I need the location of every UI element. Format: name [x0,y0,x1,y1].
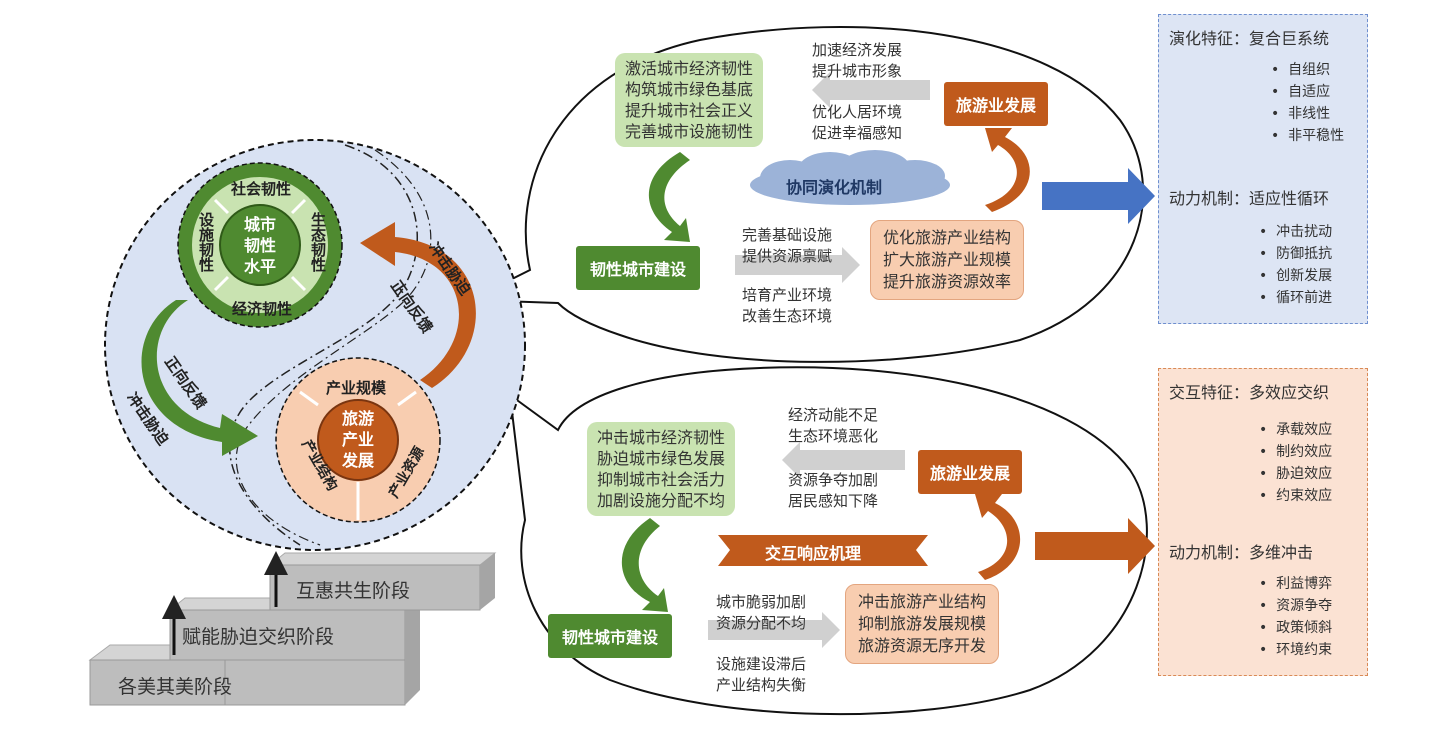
bottom-green-box: 冲击城市经济韧性 胁迫城市绿色发展 抑制城市社会活力 加剧设施分配不均 [587,422,736,516]
top-grey-arrow-left [812,72,930,108]
industry-scale-label: 产业规模 [326,379,387,397]
interaction-bullets: • 承载效应 • 制约效应 • 胁迫效应 • 约束效应 [1259,422,1333,504]
mechanism-banner-bg [718,535,928,566]
tourism-core [317,399,399,481]
ecology-resilience-label: 生态韧性 [309,212,327,272]
stairs [88,552,497,706]
top-green-curve [648,152,690,242]
top-left-lower-text: 优化人居环境 促进幸福感知 [812,103,903,142]
top-left-upper-text: 加速经济发展 提升城市形象 [812,41,903,80]
top-tourism-label: 旅游业发展 [944,82,1049,126]
resilience-core [219,204,301,286]
bottom-mid-lower-text: 设施建设滞后 产业结构失衡 [716,655,807,694]
multi-impact-heading: 动力机制：多维冲击 [1169,543,1314,562]
evolution-heading: 演化特征：复合巨系统 [1169,29,1330,48]
stage-2-label: 赋能胁迫交织阶段 [182,626,335,648]
top-city-label: 韧性城市建设 [576,246,701,290]
interaction-panel: 交互特征：多效应交织 • 承载效应 • 制约效应 • 胁迫效应 • 约束效应 动… [1158,368,1368,676]
bottom-grey-arrow-left [782,442,905,478]
top-mechanism-label: 协同演化机制 [786,178,883,197]
economic-resilience-label: 经济韧性 [232,300,293,318]
bottom-left-upper-text: 经济动能不足 生态环境恶化 [788,406,879,445]
top-orange-box: 优化旅游产业结构 扩大旅游产业规模 提升旅游资源效率 [870,220,1025,300]
bottom-left-lower-text: 资源争夺加剧 居民感知下降 [788,471,879,510]
multi-impact-bullets: • 利益博弈 • 资源争夺 • 政策倾斜 • 环境约束 [1259,576,1333,658]
top-grey-arrow-right [735,247,860,283]
top-orange-curve [985,128,1030,212]
bottom-mechanism-label: 交互响应机理 [765,544,862,563]
big-blue-arrow [1042,168,1155,224]
stage-3-label: 互惠共生阶段 [296,580,411,602]
bottom-grey-arrow-right [708,612,840,648]
bottom-orange-box: 冲击旅游产业结构 抑制旅游发展规模 旅游资源无序开发 [845,584,1000,664]
bottom-mid-upper-text: 城市脆弱加剧 资源分配不均 [716,593,807,632]
divider-curve [228,144,418,546]
evolution-panel: 演化特征：复合巨系统 • 自组织 • 自适应 • 非线性 • 非平稳性 动力机制… [1158,14,1368,324]
bottom-green-curve [621,518,668,612]
big-orange-arrow [1035,518,1155,574]
cloud-shape [750,150,950,205]
top-mid-lower-text: 培育产业环境 改善生态环境 [742,286,833,325]
interaction-heading: 交互特征：多效应交织 [1169,383,1330,402]
facility-resilience-label: 设施韧性 [197,212,215,272]
resilience-center-label: 城市 韧性 水平 [243,215,276,276]
divider-curve-2 [235,149,432,546]
bottom-city-label: 韧性城市建设 [548,614,673,658]
adaptive-cycle-bullets: • 冲击扰动 • 防御抵抗 • 创新发展 • 循环前进 [1259,224,1333,306]
top-green-box: 激活城市经济韧性 构筑城市绿色基底 提升城市社会正义 完善城市设施韧性 [615,53,764,147]
bottom-orange-curve [975,494,1021,580]
stage-1-label: 各美其美阶段 [118,676,233,698]
tourism-center-label: 旅游 产业 发展 [341,409,374,470]
right-orange-arrow [360,222,476,388]
left-green-arrow [141,300,258,456]
top-mid-upper-text: 完善基础设施 提供资源禀赋 [742,226,833,265]
adaptive-cycle-heading: 动力机制：适应性循环 [1169,189,1330,208]
evolution-bullets: • 自组织 • 自适应 • 非线性 • 非平稳性 [1271,62,1345,144]
social-resilience-label: 社会韧性 [231,180,292,198]
bottom-tourism-label: 旅游业发展 [918,450,1023,494]
